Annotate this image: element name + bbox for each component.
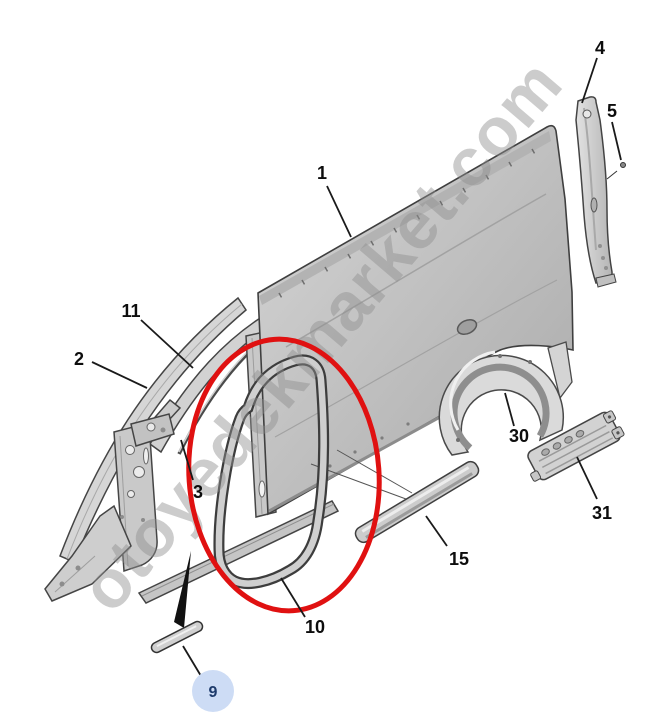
part-label-3[interactable]: 3 [193, 482, 203, 502]
part-label-10[interactable]: 10 [305, 617, 325, 637]
rear-pillar-seam [583, 107, 597, 251]
door-seal-part [213, 354, 330, 589]
screw-pointer [606, 170, 618, 180]
pillar-slot [143, 447, 149, 465]
frame-lower-arm [44, 504, 132, 602]
rear-pillar-hole [582, 109, 592, 119]
arm-dot [59, 581, 65, 587]
pillar-dot [120, 515, 124, 519]
pointer-wedge [174, 551, 191, 628]
leader-line-15 [425, 515, 448, 547]
molding-shade [365, 472, 473, 539]
pillar-dot [141, 518, 145, 522]
part-label-4[interactable]: 4 [595, 38, 605, 58]
molding-highlight [361, 466, 470, 533]
side-molding-part [310, 449, 480, 544]
arm-dot [75, 565, 81, 571]
rear-pillar-body [575, 96, 613, 284]
part-label-30[interactable]: 30 [509, 426, 529, 446]
leader-line-1 [326, 185, 352, 238]
flange-rivets [278, 148, 536, 298]
side-panel-part [257, 124, 574, 516]
liner-highlight [449, 350, 496, 431]
panel-oval-hole [456, 318, 478, 336]
part-label-1[interactable]: 1 [317, 163, 327, 183]
pillar-hole [125, 445, 135, 455]
liner-dot [456, 438, 460, 442]
part-label-5[interactable]: 5 [607, 101, 617, 121]
bracket-ribs [538, 424, 614, 475]
bracket-dot [160, 427, 166, 433]
leader-line-5 [611, 121, 622, 161]
leader-line-3 [180, 439, 194, 481]
bracket-hole [575, 430, 585, 438]
leader-lines [91, 57, 622, 677]
panel-rivet-dot [406, 422, 410, 426]
molding-bar [354, 460, 480, 544]
wheel-arch-liner-part [438, 341, 573, 456]
selected-part-badge[interactable]: 9 [192, 670, 234, 712]
bracket-dot [607, 415, 612, 419]
leader-line-11 [140, 319, 194, 369]
bracket-tab [530, 470, 542, 482]
panel-lower-crease [274, 279, 558, 438]
strip-highlight [156, 625, 197, 647]
sill-bar [137, 500, 340, 604]
part-labels: 1 2 3 4 5 10 11 15 30 31 [74, 38, 617, 637]
part-label-31[interactable]: 31 [592, 503, 612, 523]
bracket-dot [616, 431, 620, 435]
seal-tube [215, 356, 327, 587]
badge-circle[interactable] [192, 670, 234, 712]
bracket-hole [541, 448, 550, 456]
rear-pillar-dot [604, 266, 608, 270]
bracket-hole [146, 422, 156, 432]
rear-pillar-foot [595, 273, 617, 288]
leader-line-30 [504, 392, 515, 427]
panel-rivet-dot [328, 464, 332, 468]
panel-top-flange [259, 131, 551, 305]
pillar-hole [127, 490, 135, 498]
part-label-2[interactable]: 2 [74, 349, 84, 369]
part-label-15[interactable]: 15 [449, 549, 469, 569]
screw-part [620, 162, 626, 168]
liner-rear-tab [547, 341, 573, 400]
leader-line-4 [581, 57, 598, 104]
bracket-hole [564, 436, 573, 444]
strip-part [150, 551, 204, 654]
panel-upper-crease [285, 193, 547, 348]
bracket-part [527, 410, 625, 482]
rear-pillar-slot [258, 480, 266, 498]
leader-line-9 [182, 645, 202, 677]
leader-line-31 [576, 456, 598, 500]
rear-pillar-dot [601, 256, 605, 260]
panel-bottom-edge-shade [268, 415, 441, 513]
leader-line-10 [280, 577, 306, 618]
pillar-hole [133, 466, 145, 478]
a-pillar-band [59, 296, 247, 563]
sill-line [141, 503, 335, 597]
part-label-11[interactable]: 11 [121, 301, 140, 321]
panel-rivet-dot [353, 450, 357, 454]
leader-line-2 [91, 361, 148, 389]
badge-number[interactable]: 9 [209, 684, 218, 701]
bracket-hole [552, 442, 562, 450]
rear-pillar-dot [598, 244, 602, 248]
rear-pillar-part [575, 96, 626, 288]
highlight-ellipse [186, 336, 382, 614]
rear-pillar-slot [590, 197, 598, 213]
liner-dot [498, 354, 502, 358]
panel-rivet-dot [380, 436, 384, 440]
liner-dot [528, 360, 532, 364]
